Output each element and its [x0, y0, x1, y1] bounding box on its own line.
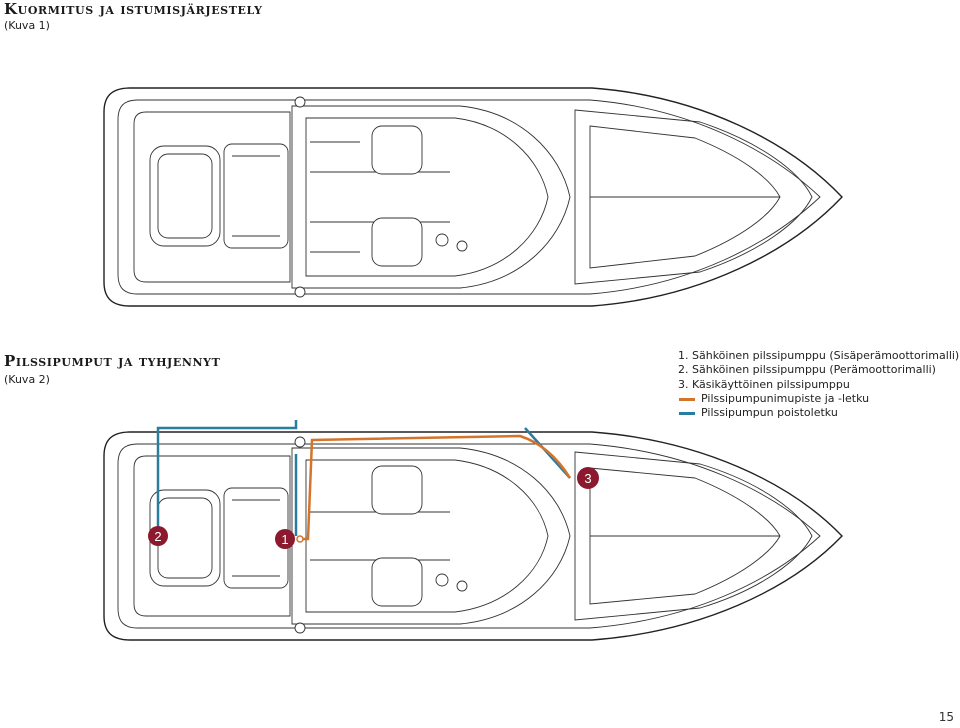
marker-badge: [148, 526, 168, 546]
figure-caption-2: (Kuva 2): [4, 373, 50, 386]
marker-label: 3: [584, 471, 591, 486]
figure-caption-1: (Kuva 1): [4, 19, 50, 32]
legend-line-label: Pilssipumpun poistoletku: [701, 406, 838, 420]
legend-number: 2.: [678, 363, 689, 377]
legend-line-label: Pilssipumpunimupiste ja -letku: [701, 391, 870, 405]
section-title-loading: Kuormitus ja istumisjärjestely: [4, 0, 263, 18]
discharge-hose-line: [156, 420, 298, 528]
cleat-icon: [294, 622, 306, 634]
bow-deck: [574, 109, 813, 285]
legend-line-item: Pilssipumpun poistoletku: [678, 406, 959, 420]
marker-3: 3: [577, 467, 599, 489]
marker-label: 2: [154, 529, 161, 544]
boat-diagram-1: [103, 87, 843, 307]
legend-line-item: Pilssipumpunimupiste ja -letku: [678, 392, 959, 406]
cleat-icon: [294, 96, 306, 108]
intake-point: [296, 535, 304, 543]
stern-seat: [149, 143, 289, 249]
blue-line-swatch: [679, 411, 695, 415]
diagram-legend: 1. Sähköinen pilssipumppu (Sisäperämoott…: [678, 349, 959, 420]
section-title-bilge: Pilssipumput ja tyhjennyt: [4, 352, 221, 370]
marker-label: 1: [281, 532, 288, 547]
stern-seat: [149, 487, 289, 589]
page-number: 15: [938, 710, 954, 724]
bow-deck: [574, 451, 813, 621]
legend-item: 2. Sähköinen pilssipumppu (Perämoottorim…: [678, 363, 959, 377]
boat-hull: [103, 431, 843, 641]
orange-line-swatch: [679, 397, 695, 401]
legend-label: Sähköinen pilssipumppu (Sisäperämoottori…: [692, 349, 960, 362]
marker-2: 2: [148, 526, 168, 546]
cockpit: [291, 447, 571, 625]
legend-label: Sähköinen pilssipumppu (Perämoottorimall…: [692, 363, 936, 377]
legend-label: Käsikäyttöinen pilssipumppu: [692, 377, 850, 391]
boat-diagram-2: 2 1 3: [103, 420, 843, 641]
cleat-icon: [294, 286, 306, 298]
cockpit: [291, 105, 571, 289]
marker-1: 1: [275, 529, 295, 549]
legend-item: 1. Sähköinen pilssipumppu (Sisäperämoott…: [678, 349, 959, 363]
boat-hull: [103, 87, 843, 307]
legend-number: 1.: [678, 349, 689, 362]
cleat-icon: [294, 436, 306, 448]
marker-badge: [577, 467, 599, 489]
legend-number: 3.: [678, 377, 689, 391]
legend-item: 3. Käsikäyttöinen pilssipumppu: [678, 378, 959, 392]
marker-badge: [275, 529, 295, 549]
intake-hose-line: [300, 434, 572, 541]
